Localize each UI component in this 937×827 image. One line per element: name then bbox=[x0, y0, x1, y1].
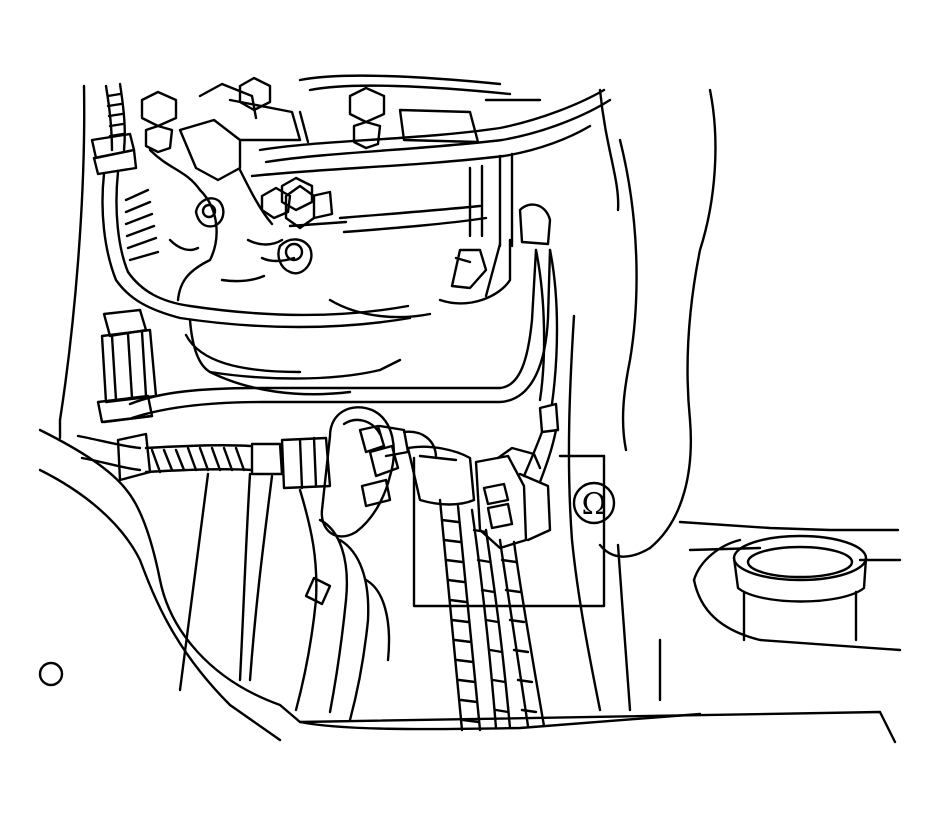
inner-fender-panel bbox=[40, 430, 895, 742]
right-strut-tower bbox=[569, 90, 716, 710]
ground-symbol-icon: Ω bbox=[582, 487, 607, 522]
ground-terminal: Ω bbox=[574, 483, 614, 523]
fuel-pump bbox=[150, 84, 332, 300]
filler-neck bbox=[734, 536, 866, 640]
right-crossmember bbox=[680, 522, 900, 650]
injector-lines bbox=[252, 76, 610, 246]
injection-nuts bbox=[142, 78, 384, 218]
lower-engine-components bbox=[180, 474, 389, 720]
wire-harness-bundle bbox=[440, 500, 544, 730]
fuel-sensor bbox=[322, 407, 436, 536]
fuel-return-line bbox=[130, 205, 558, 482]
left-frame-rail bbox=[60, 86, 84, 438]
braided-fuel-hose-upper bbox=[92, 84, 410, 327]
braided-fuel-hose-lower bbox=[78, 434, 330, 488]
index-marker-circle bbox=[40, 663, 62, 685]
harness-connector bbox=[408, 447, 550, 548]
engine-block bbox=[186, 240, 510, 394]
hose-fitting-left bbox=[98, 310, 156, 422]
